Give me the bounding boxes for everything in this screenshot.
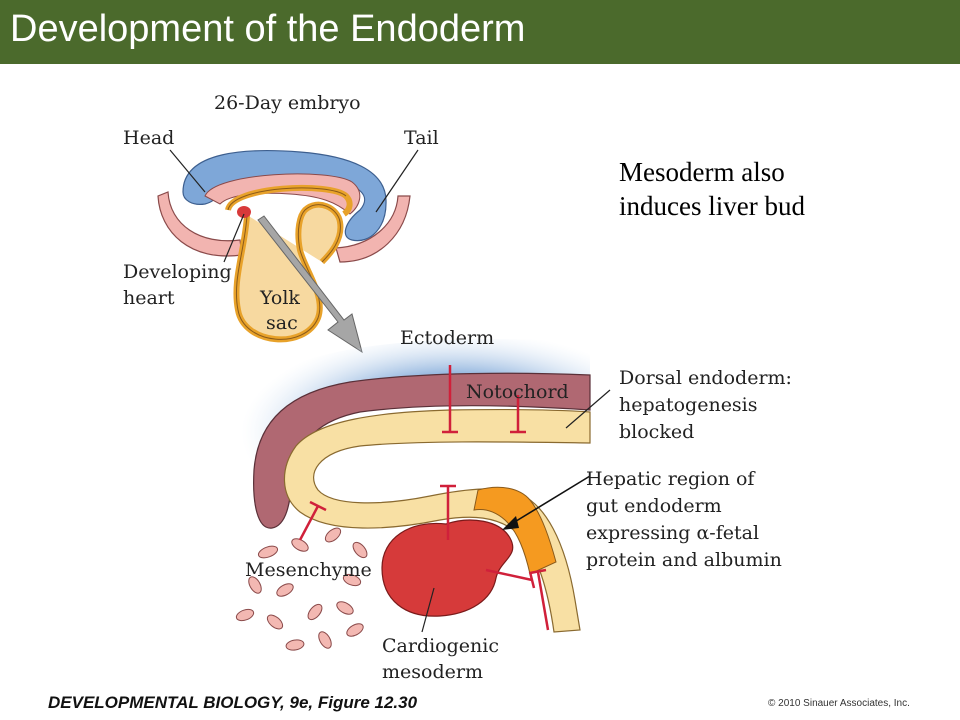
label-hepatic-2: gut endoderm — [586, 495, 722, 517]
developing-heart-shape — [237, 206, 251, 218]
label-yolk-sac-1: Yolk — [260, 287, 300, 309]
label-dorsal-endoderm-3: blocked — [619, 421, 695, 443]
mesenchyme-cells — [235, 527, 368, 651]
label-dorsal-endoderm-1: Dorsal endoderm: — [619, 367, 792, 389]
title-bar: Development of the Endoderm — [0, 0, 960, 64]
label-dorsal-endoderm-2: hepatogenesis — [619, 394, 758, 416]
label-hepatic-1: Hepatic region of — [586, 468, 755, 490]
embryo-illustration — [157, 149, 419, 354]
label-26-day-embryo: 26-Day embryo — [214, 92, 361, 114]
induction-arrow-head — [502, 516, 519, 530]
label-hepatic-4: protein and albumin — [586, 549, 782, 571]
label-mesenchyme: Mesenchyme — [245, 559, 372, 581]
label-developing-heart-1: Developing — [123, 261, 232, 283]
label-ectoderm: Ectoderm — [400, 327, 495, 349]
zoom-arrow — [257, 215, 363, 354]
notochord-layer — [253, 372, 591, 529]
label-tail: Tail — [404, 127, 439, 149]
label-notochord: Notochord — [466, 381, 569, 403]
copyright-notice: © 2010 Sinauer Associates, Inc. — [768, 698, 910, 709]
label-head: Head — [123, 127, 175, 149]
label-cardiogenic-1: Cardiogenic — [382, 635, 499, 657]
label-yolk-sac-2: sac — [266, 312, 298, 334]
slide-title: Development of the Endoderm — [10, 8, 526, 50]
cardiogenic-mesoderm — [381, 519, 514, 617]
inhibition-markers — [298, 365, 550, 631]
label-hepatic-3: expressing α-fetal — [586, 522, 760, 544]
label-cardiogenic-2: mesoderm — [382, 661, 483, 683]
label-developing-heart-2: heart — [123, 287, 175, 309]
gut-cross-section — [234, 339, 611, 651]
mesoderm-note: Mesoderm also induces liver bud — [619, 157, 805, 221]
figure-citation: DEVELOPMENTAL BIOLOGY, 9e, Figure 12.30 — [48, 693, 418, 712]
embryo-right-flap — [335, 195, 411, 263]
